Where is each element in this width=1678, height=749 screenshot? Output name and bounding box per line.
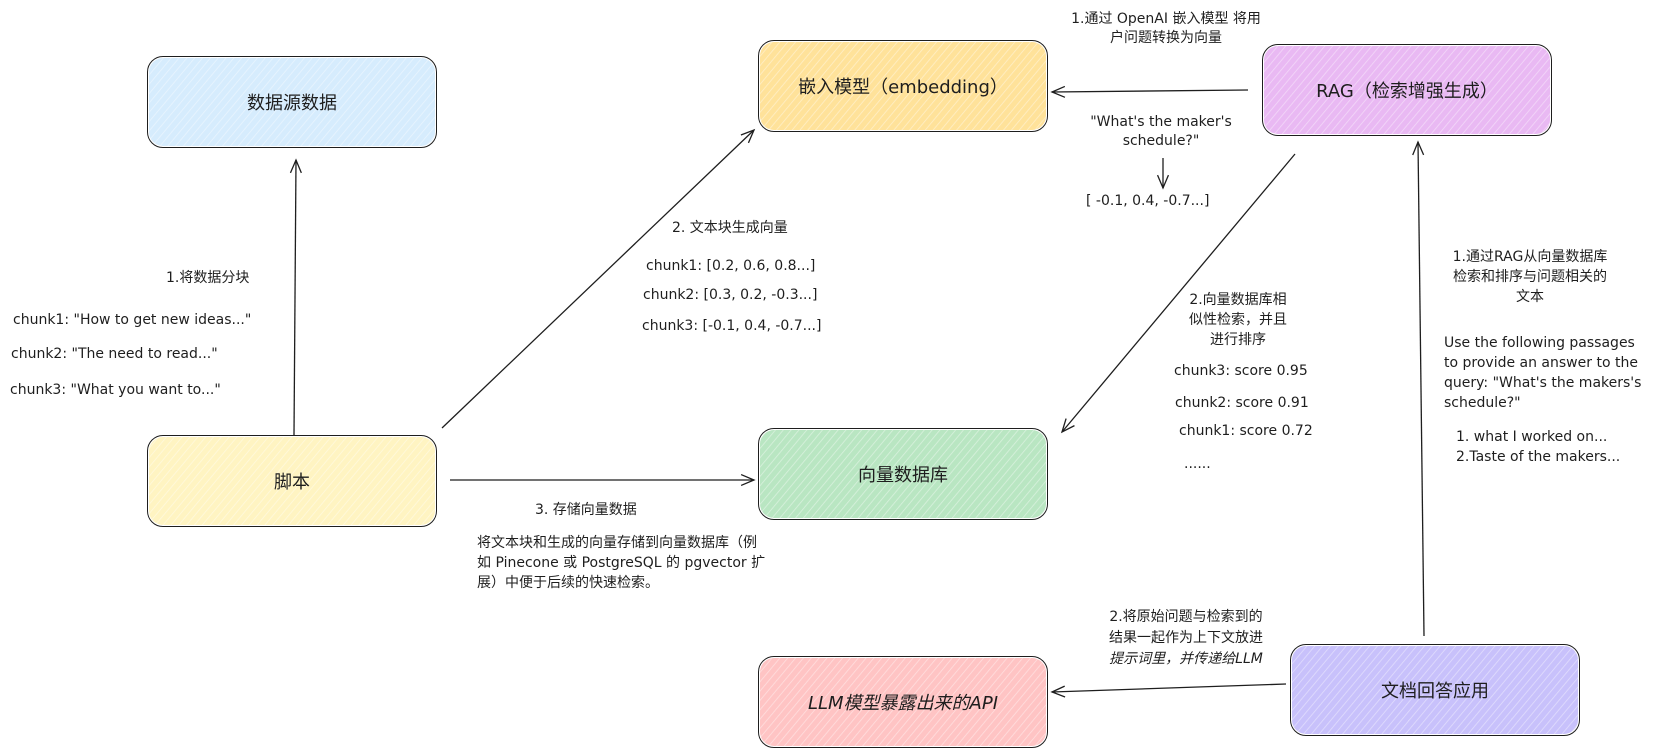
datasource-label: 数据源数据 <box>247 93 337 114</box>
script-node: 脚本 <box>147 435 437 527</box>
score-ellipsis: ...... <box>1184 456 1211 472</box>
arrow-script-to-vectordb-head <box>740 473 756 487</box>
store-title: 3. 存储向量数据 <box>535 502 637 518</box>
chunk1-text: chunk1: "How to get new ideas..." <box>13 312 252 328</box>
arrow-docapp-to-llm <box>1051 683 1287 693</box>
arrow-query-to-vector-head <box>1156 174 1170 190</box>
vector-chunk3: chunk3: [-0.1, 0.4, -0.7...] <box>642 318 822 334</box>
query-vector: [ -0.1, 0.4, -0.7...] <box>1086 193 1210 209</box>
arrow-script-to-datasource <box>293 159 297 436</box>
prompt-line-3: query: "What's the makers's <box>1444 375 1642 391</box>
vector-chunk1: chunk1: [0.2, 0.6, 0.8...] <box>646 258 816 274</box>
prompt-line-1: Use the following passages <box>1444 335 1635 351</box>
prompt-item-2: 2.Taste of the makers... <box>1456 449 1621 465</box>
score-chunk3: chunk3: score 0.95 <box>1174 363 1308 379</box>
similarity-title-1: 2.向量数据库相 <box>1189 292 1287 308</box>
prompt-line-2: to provide an answer to the <box>1444 355 1638 371</box>
arrow-docapp-to-rag <box>1417 141 1425 637</box>
rag-retrieve-2: 检索和排序与问题相关的 <box>1453 269 1607 285</box>
rag-label: RAG（检索增强生成） <box>1316 81 1498 102</box>
rag-retrieve-1: 1.通过RAG从向量数据库 <box>1452 249 1608 265</box>
arrow-rag-to-embedding-head <box>1050 85 1066 98</box>
prompt-item-1: 1. what I worked on... <box>1456 429 1608 445</box>
similarity-title-2: 似性检索，并且 <box>1189 312 1287 328</box>
embedding-node: 嵌入模型（embedding） <box>758 40 1048 132</box>
chunk2-text: chunk2: "The need to read..." <box>11 346 218 362</box>
embed-query-title-2: 户问题转换为向量 <box>1110 30 1222 46</box>
rag-hatch <box>1264 46 1550 134</box>
query-text-2: schedule?" <box>1122 133 1200 149</box>
vector-chunk2: chunk2: [0.3, 0.2, -0.3...] <box>643 287 818 303</box>
score-chunk2: chunk2: score 0.91 <box>1175 395 1309 411</box>
vector-db-node: 向量数据库 <box>758 428 1048 520</box>
llm_api-hatch <box>760 658 1046 746</box>
pass-llm-2: 结果一起作为上下文放进 <box>1109 630 1263 646</box>
doc-app-label: 文档回答应用 <box>1381 681 1489 702</box>
doc_app-hatch <box>1292 646 1578 734</box>
chunking-title: 1.将数据分块 <box>166 270 250 286</box>
script-label: 脚本 <box>274 472 310 493</box>
rag-node: RAG（检索增强生成） <box>1262 44 1552 136</box>
chunk3-text: chunk3: "What you want to..." <box>10 382 221 398</box>
doc-app-node: 文档回答应用 <box>1290 644 1580 736</box>
llm-api-node: LLM模型暴露出来的API <box>758 656 1048 748</box>
arrow-script-to-embedding-head <box>740 128 756 144</box>
vectordb-hatch <box>760 430 1046 518</box>
arrow-script-to-datasource-head <box>289 158 302 174</box>
prompt-line-4: schedule?" <box>1444 395 1521 411</box>
pass-llm-3: 提示词里，并传递给LLM <box>1109 651 1263 667</box>
arrow-script-to-embedding <box>441 129 755 429</box>
datasource-hatch <box>149 58 435 146</box>
pass-llm-1: 2.将原始问题与检索到的 <box>1109 609 1263 625</box>
similarity-title-3: 进行排序 <box>1210 332 1266 348</box>
arrow-docapp-to-rag-head <box>1412 140 1425 156</box>
arrow-rag-to-vectordb <box>1061 153 1296 433</box>
embed-query-title-1: 1.通过 OpenAI 嵌入模型 将用 <box>1071 11 1261 27</box>
arrow-docapp-to-llm-head <box>1050 685 1066 698</box>
llm-api-label: LLM模型暴露出来的API <box>807 693 999 714</box>
vectorize-title: 2. 文本块生成向量 <box>672 220 788 236</box>
datasource-node: 数据源数据 <box>147 56 437 148</box>
query-text-1: "What's the maker's <box>1090 114 1232 130</box>
arrow-rag-to-embedding <box>1051 89 1249 93</box>
store-description: 将文本块和生成的向量存储到向量数据库（例如 Pinecone 或 Postgre… <box>477 535 766 591</box>
embedding-label: 嵌入模型（embedding） <box>798 77 1008 98</box>
score-chunk1: chunk1: score 0.72 <box>1179 423 1313 439</box>
arrow-rag-to-vectordb-head <box>1060 418 1075 434</box>
script-hatch <box>149 437 435 525</box>
rag-retrieve-3: 文本 <box>1516 289 1544 305</box>
vector-db-label: 向量数据库 <box>858 465 948 486</box>
embedding-hatch <box>760 42 1046 130</box>
